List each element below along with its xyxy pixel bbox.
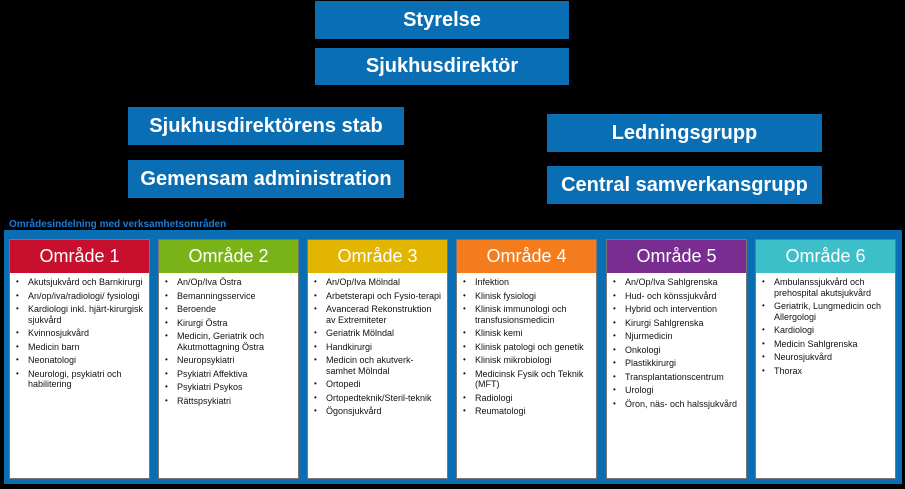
list-item: Plastikkirurgi	[613, 358, 742, 369]
area-column-3: Område 3An/Op/Iva MölndalArbetsterapi oc…	[307, 239, 448, 479]
list-item: Geriatrik Mölndal	[314, 328, 443, 339]
list-item: Arbetsterapi och Fysio-terapi	[314, 291, 443, 302]
list-item: Klinisk fysiologi	[463, 291, 592, 302]
central-samverkansgrupp-box: Central samverkansgrupp	[547, 166, 822, 204]
list-item: Klinisk immunologi och transfusionsmedic…	[463, 304, 592, 325]
list-item: Onkologi	[613, 345, 742, 356]
list-item: Kirurgi Sahlgrenska	[613, 318, 742, 329]
area-header: Område 5	[607, 240, 746, 273]
list-item: Medicinsk Fysik och Teknik (MFT)	[463, 369, 592, 390]
areas-frame	[4, 230, 902, 484]
list-item: Klinisk kemi	[463, 328, 592, 339]
list-item: Neonatologi	[16, 355, 145, 366]
area-column-5: Område 5An/Op/Iva SahlgrenskaHud- och kö…	[606, 239, 747, 479]
list-item: Klinisk mikrobiologi	[463, 355, 592, 366]
list-item: Urologi	[613, 385, 742, 396]
list-item: Kirurgi Östra	[165, 318, 294, 329]
area-column-1: Område 1Akutsjukvård och BarnkirurgiAn/o…	[9, 239, 150, 479]
list-item: Ortopedi	[314, 379, 443, 390]
area-item-list: An/Op/Iva MölndalArbetsterapi och Fysio-…	[308, 273, 447, 417]
list-item: Medicin Sahlgrenska	[762, 339, 891, 350]
area-item-list: An/Op/Iva ÖstraBemanningsserviceBeroende…	[159, 273, 298, 406]
list-item: An/Op/Iva Östra	[165, 277, 294, 288]
list-item: Ortopedteknik/Steril-teknik	[314, 393, 443, 404]
list-item: Ambulanssjukvård och prehospital akutsju…	[762, 277, 891, 298]
list-item: Hud- och könssjukvård	[613, 291, 742, 302]
list-item: Radiologi	[463, 393, 592, 404]
ledningsgrupp-box: Ledningsgrupp	[547, 114, 822, 152]
list-item: Thorax	[762, 366, 891, 377]
list-item: Medicin och akutverk-samhet Mölndal	[314, 355, 443, 376]
list-item: Transplantationscentrum	[613, 372, 742, 383]
area-item-list: Akutsjukvård och BarnkirurgiAn/op/iva/ra…	[10, 273, 149, 390]
area-column-2: Område 2An/Op/Iva ÖstraBemanningsservice…	[158, 239, 299, 479]
area-column-4: Område 4InfektionKlinisk fysiologiKlinis…	[456, 239, 597, 479]
list-item: Psykiatri Affektiva	[165, 369, 294, 380]
list-item: Kardiologi inkl. hjärt-kirurgisk sjukvår…	[16, 304, 145, 325]
styrelse-box: Styrelse	[315, 1, 569, 39]
list-item: Psykiatri Psykos	[165, 382, 294, 393]
areas-title: Områdesindelning med verksamhetsområden	[9, 219, 227, 230]
list-item: Rättspsykiatri	[165, 396, 294, 407]
list-item: Ögonsjukvård	[314, 406, 443, 417]
area-header: Område 6	[756, 240, 895, 273]
list-item: An/op/iva/radiologi/ fysiologi	[16, 291, 145, 302]
list-item: Medicin barn	[16, 342, 145, 353]
sjukhusdirektor-box: Sjukhusdirektör	[315, 48, 569, 85]
list-item: Bemanningsservice	[165, 291, 294, 302]
list-item: Neuropsykiatri	[165, 355, 294, 366]
area-item-list: An/Op/Iva SahlgrenskaHud- och könssjukvå…	[607, 273, 746, 409]
list-item: Kvinnosjukvård	[16, 328, 145, 339]
area-column-6: Område 6 Ambulanssjukvård och prehospital…	[755, 239, 896, 479]
list-item: Reumatologi	[463, 406, 592, 417]
direktorens-stab-box: Sjukhusdirektörens stab	[128, 107, 404, 145]
list-item: Handkirurgi	[314, 342, 443, 353]
list-item: Neurologi, psykiatri och habilitering	[16, 369, 145, 390]
list-item: Akutsjukvård och Barnkirurgi	[16, 277, 145, 288]
list-item: Beroende	[165, 304, 294, 315]
gemensam-administration-box: Gemensam administration	[128, 160, 404, 198]
area-item-list: Ambulanssjukvård och prehospital akutsju…	[756, 273, 895, 376]
list-item: Hybrid och intervention	[613, 304, 742, 315]
area-header: Område 1	[10, 240, 149, 273]
area-header: Område 3	[308, 240, 447, 273]
list-item: Geriatrik, Lungmedicin och Allergologi	[762, 301, 891, 322]
list-item: Njurmedicin	[613, 331, 742, 342]
list-item: Öron, näs- och halssjukvård	[613, 399, 742, 410]
area-item-list: InfektionKlinisk fysiologiKlinisk immuno…	[457, 273, 596, 417]
list-item: An/Op/Iva Mölndal	[314, 277, 443, 288]
list-item: Kardiologi	[762, 325, 891, 336]
area-header: Område 4	[457, 240, 596, 273]
list-item: Avancerad Rekonstruktion av Extremiteter	[314, 304, 443, 325]
list-item: Neurosjukvård	[762, 352, 891, 363]
list-item: An/Op/Iva Sahlgrenska	[613, 277, 742, 288]
list-item: Klinisk patologi och genetik	[463, 342, 592, 353]
list-item: Medicin, Geriatrik och Akutmottagning Ös…	[165, 331, 294, 352]
area-header: Område 2	[159, 240, 298, 273]
list-item: Infektion	[463, 277, 592, 288]
